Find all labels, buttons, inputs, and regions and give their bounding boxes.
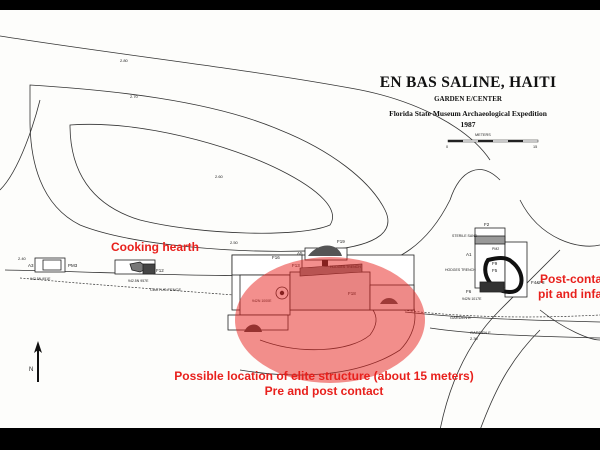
scale-bar-segment bbox=[508, 140, 523, 142]
excavation-unit-dark bbox=[142, 263, 156, 275]
map-subtitle: GARDEN E/CENTER bbox=[434, 95, 503, 103]
title-block: EN BAS SALINE, HAITI GARDEN E/CENTER Flo… bbox=[380, 74, 557, 129]
elite-structure-label: Possible location of elite structure (ab… bbox=[174, 369, 473, 383]
contour-labels: 2.80 2.70 2.60 2.50 2.40 2.30 bbox=[18, 58, 479, 341]
feature-label: F19 bbox=[337, 239, 345, 244]
contour-line bbox=[69, 123, 333, 234]
elite-structure-highlight bbox=[235, 257, 425, 383]
feature-label: A3 bbox=[28, 263, 34, 268]
north-label: N bbox=[29, 367, 33, 373]
feature-label: F6 bbox=[466, 289, 472, 294]
garden-boundary-line bbox=[404, 311, 600, 323]
west-feature-labels: A3 PM3 F12 bbox=[28, 263, 164, 273]
feature-label: F5 bbox=[492, 268, 498, 273]
feature-label: F12 bbox=[156, 268, 164, 273]
expedition-year: 1987 bbox=[461, 120, 476, 129]
north-arrow: N bbox=[29, 341, 42, 382]
site-map: 2.80 2.70 2.60 2.50 2.40 2.30 CACTUS FEN… bbox=[0, 35, 600, 428]
garden-e-label: GARDEN E bbox=[450, 315, 471, 320]
contour-label: 2.60 bbox=[215, 174, 224, 179]
excavation-units-west bbox=[34, 257, 156, 275]
contour-line bbox=[519, 199, 600, 247]
contour-line bbox=[440, 249, 561, 428]
expedition-name: Florida State Museum Archaeological Expe… bbox=[389, 109, 548, 118]
excavation-unit bbox=[42, 259, 62, 271]
east-feature-labels: F2 A1 F5 F4&F8 F9 F6 PM2 STERILE SAND HO… bbox=[445, 222, 545, 294]
contour-label: 2.70 bbox=[130, 94, 139, 99]
contour-label: 2.30 bbox=[470, 336, 479, 341]
grid-ref: 942.5N 957E bbox=[128, 279, 149, 283]
feature-label: PM3 bbox=[68, 263, 78, 268]
contour-line bbox=[539, 309, 600, 341]
pit-infant-label: pit and infant bbox=[538, 287, 600, 301]
grid-ref: 942N 1017E bbox=[462, 297, 482, 301]
sterile-sand-label: STERILE SAND bbox=[452, 234, 478, 238]
cactus-fence-label: CACTUS FENCE bbox=[150, 287, 181, 292]
burial-pit bbox=[483, 256, 524, 295]
annotations: Cooking hearth Post-conta pit and infant… bbox=[111, 240, 600, 398]
scale-start: 0 bbox=[446, 145, 448, 149]
grid-ref: 942.5N 951E bbox=[30, 277, 51, 281]
excavation-unit-dark bbox=[479, 281, 505, 293]
scale-bar-segment bbox=[478, 140, 493, 142]
feature-label: F2 bbox=[484, 222, 490, 227]
grid-refs-west: 942.5N 951E 942.5N 957E bbox=[30, 277, 149, 283]
feature-label: A5 bbox=[297, 251, 303, 256]
contour-line bbox=[480, 329, 541, 428]
contour-line bbox=[0, 35, 491, 161]
contour-line bbox=[29, 84, 389, 252]
map-title: EN BAS SALINE, HAITI bbox=[380, 74, 557, 91]
contour-label: 2.80 bbox=[120, 58, 129, 63]
excavation-units-east bbox=[474, 227, 528, 298]
fence-labels: CACTUS FENCE GARDEN E GARDEN F bbox=[150, 287, 491, 335]
cooking-hearth-label: Cooking hearth bbox=[111, 240, 199, 254]
feature-label: F16 bbox=[272, 255, 280, 260]
contour-label: 2.50 bbox=[230, 240, 239, 245]
contour-label: 2.40 bbox=[18, 256, 27, 261]
garden-boundary-line bbox=[429, 327, 600, 339]
elite-period-label: Pre and post contact bbox=[265, 384, 384, 398]
grid-refs-east: 942N 1017E bbox=[462, 297, 482, 301]
trench-label: HODGES TRENCH bbox=[445, 268, 476, 272]
map-sheet: 2.80 2.70 2.60 2.50 2.40 2.30 CACTUS FEN… bbox=[0, 10, 600, 428]
scale-unit: METERS bbox=[475, 133, 491, 137]
feature-label: F4&F8 bbox=[531, 280, 545, 285]
feature-label: F9 bbox=[492, 261, 498, 266]
post-contact-label: Post-conta bbox=[540, 272, 600, 286]
garden-f-label: GARDEN F bbox=[470, 330, 491, 335]
pit-feature bbox=[308, 245, 342, 256]
contour-line bbox=[0, 99, 41, 191]
feature-label: A1 bbox=[466, 252, 472, 257]
sterile-sand-layer bbox=[474, 235, 506, 245]
north-arrow-head bbox=[34, 341, 42, 353]
scale-bar: METERS 0 15 bbox=[446, 133, 539, 149]
scale-bar-segment bbox=[448, 140, 463, 142]
scale-end: 15 bbox=[533, 145, 537, 149]
feature-label: PM2 bbox=[492, 247, 499, 251]
